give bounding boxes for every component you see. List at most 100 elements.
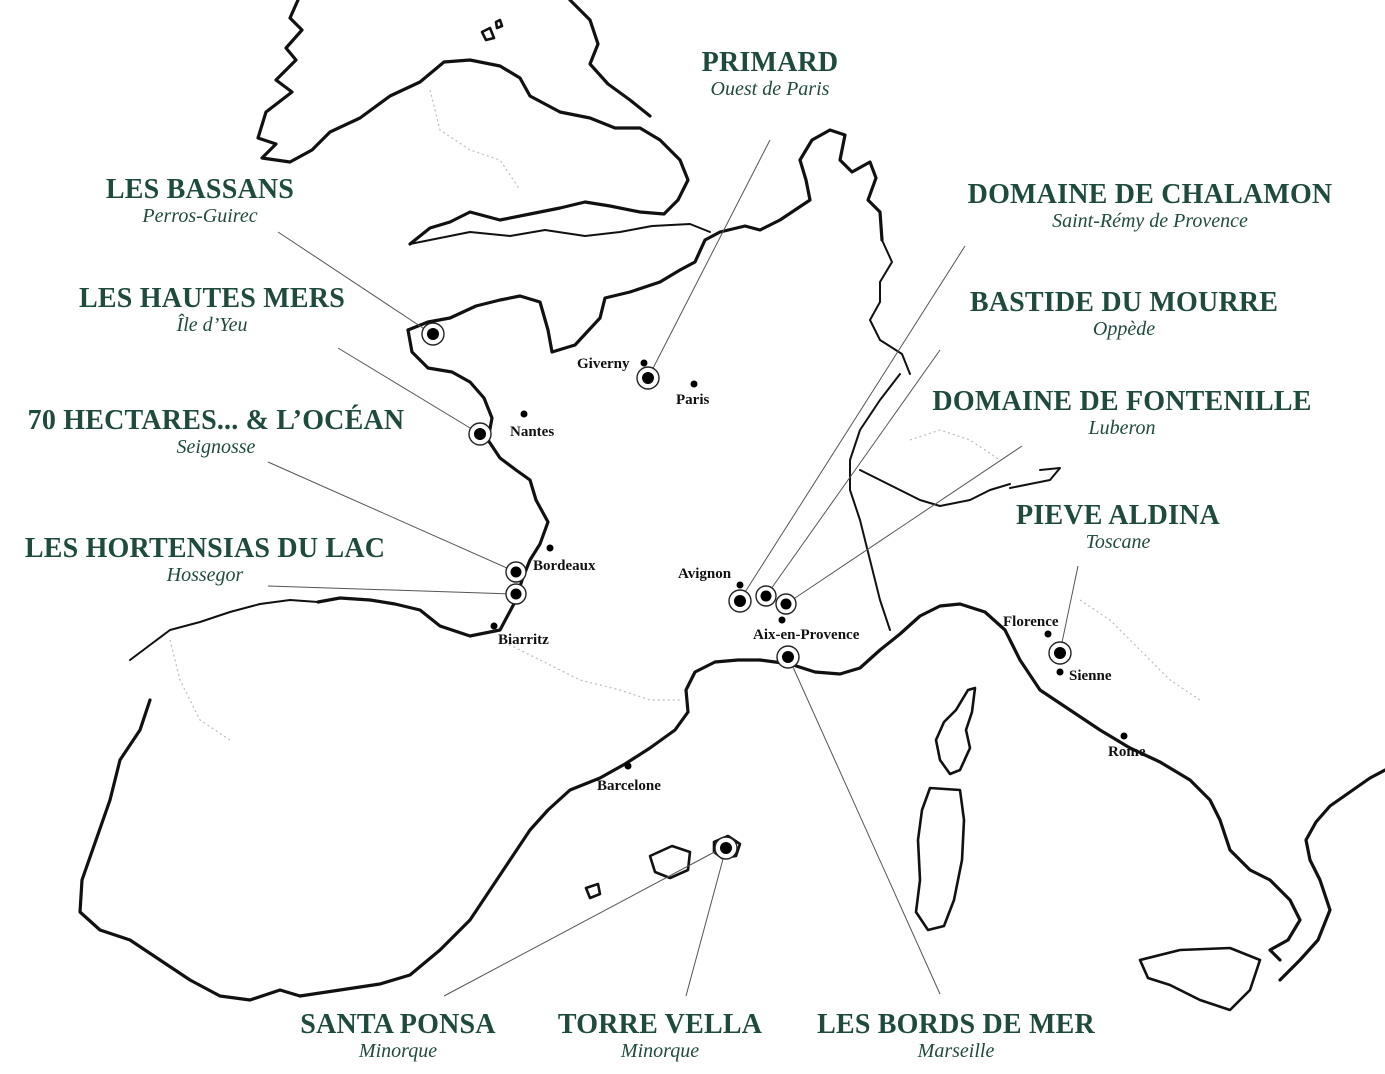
city-label-nantes: Nantes xyxy=(510,424,554,440)
coastline-alps xyxy=(859,469,1011,507)
coastline-france-west xyxy=(316,328,550,638)
leader-fontenille xyxy=(785,445,1023,605)
place-location: Ouest de Paris xyxy=(710,78,830,100)
place-location: Marseille xyxy=(917,1040,995,1062)
place-name: PIEVE ALDINA xyxy=(1016,500,1220,531)
marker-bords-de-mer[interactable] xyxy=(776,645,800,669)
leader-les-bassans xyxy=(277,231,433,335)
city-label-paris: Paris xyxy=(676,392,709,408)
coastline-britain-south xyxy=(409,223,711,245)
city-label-biarritz: Biarritz xyxy=(498,632,549,648)
label-fontenille[interactable]: DOMAINE DE FONTENILLE Luberon xyxy=(932,387,1311,440)
islet xyxy=(480,26,496,42)
coastline-iberia-south xyxy=(298,658,762,998)
place-location: Perros-Guirec xyxy=(142,205,258,227)
place-name: LES HAUTES MERS xyxy=(79,283,345,314)
place-location: Toscane xyxy=(1085,531,1151,553)
marker-chalamon[interactable] xyxy=(728,589,752,613)
place-name: SANTA PONSA xyxy=(300,1009,496,1040)
leader-les-hautes-mers xyxy=(337,347,481,435)
label-chalamon[interactable]: DOMAINE DE CHALAMON Saint-Rémy de Proven… xyxy=(967,179,1333,233)
city-label-giverny: Giverny xyxy=(577,356,630,372)
border xyxy=(909,429,1001,461)
place-name: DOMAINE DE CHALAMON xyxy=(967,179,1333,210)
coastline-netherlands xyxy=(869,239,911,375)
leader-bords-de-mer xyxy=(787,655,941,995)
place-name: BASTIDE DU MOURRE xyxy=(969,287,1279,318)
leader-chalamon xyxy=(739,245,966,601)
marker-primard[interactable] xyxy=(636,366,660,390)
border xyxy=(169,639,231,741)
city-label-barcelone: Barcelone xyxy=(597,778,661,794)
city-dot-aix xyxy=(778,616,786,624)
leader-santa-ponsa xyxy=(443,847,723,997)
marker-70-hectares[interactable] xyxy=(505,561,527,583)
city-dot-nantes xyxy=(520,410,528,418)
city-dot-sienne xyxy=(1056,668,1064,676)
coastline-france-north xyxy=(406,128,884,354)
coastline-provence xyxy=(758,602,1302,962)
island-sardinia xyxy=(914,786,966,932)
marker-mourre[interactable] xyxy=(755,585,777,607)
marker-menorca[interactable] xyxy=(714,836,738,860)
label-santa-ponsa[interactable]: SANTA PONSA Minorque xyxy=(300,1009,496,1063)
city-label-aix: Aix-en-Provence xyxy=(753,627,860,643)
city-dot-rome xyxy=(1120,732,1128,740)
island-corsica xyxy=(934,686,977,776)
city-dot-paris xyxy=(690,380,698,388)
place-name: 70 HECTARES... & L’OCÉAN xyxy=(27,405,405,436)
place-name: LES BORDS DE MER xyxy=(817,1009,1095,1040)
label-les-hautes-mers[interactable]: LES HAUTES MERS Île d’Yeu xyxy=(79,283,345,337)
leader-70-hectares xyxy=(267,461,517,573)
city-dot-bordeaux xyxy=(546,544,554,552)
place-location: Minorque xyxy=(620,1040,700,1062)
label-mourre[interactable]: BASTIDE DU MOURRE Oppède xyxy=(969,287,1279,341)
leader-torre-vella xyxy=(685,847,727,997)
place-name: TORRE VELLA xyxy=(557,1009,763,1040)
marker-les-hautes-mers[interactable] xyxy=(468,422,492,446)
place-location: Seignosse xyxy=(176,436,256,458)
place-location: Minorque xyxy=(358,1040,438,1062)
coastline-iberia-west xyxy=(78,698,302,1002)
leader-pieve-aldina xyxy=(1059,565,1079,653)
place-name: LES HORTENSIAS DU LAC xyxy=(24,533,386,564)
island-mallorca xyxy=(648,844,692,880)
city-label-rome: Rome xyxy=(1108,744,1146,760)
city-dot-avignon xyxy=(736,581,744,589)
city-dot-giverny xyxy=(640,359,648,367)
island-sicily xyxy=(1138,946,1262,1012)
coastline-iberia-north xyxy=(129,599,319,661)
coastline-britain-east xyxy=(568,0,652,118)
border xyxy=(1079,599,1201,701)
label-primard[interactable]: PRIMARD Ouest de Paris xyxy=(701,47,839,101)
city-dot-barcelone xyxy=(624,762,632,770)
coastline-italy-east xyxy=(1278,768,1385,982)
city-dot-biarritz xyxy=(490,622,498,630)
marker-les-bassans[interactable] xyxy=(421,322,445,346)
place-location: Oppède xyxy=(1092,318,1156,340)
place-location: Saint-Rémy de Provence xyxy=(1052,210,1248,232)
border xyxy=(499,639,680,701)
city-label-bordeaux: Bordeaux xyxy=(533,558,596,574)
label-pieve-aldina[interactable]: PIEVE ALDINA Toscane xyxy=(1016,500,1220,554)
city-label-sienne: Sienne xyxy=(1069,668,1112,684)
marker-fontenille[interactable] xyxy=(775,593,797,615)
label-les-bassans[interactable]: LES BASSANS Perros-Guirec xyxy=(106,175,294,228)
leader-mourre xyxy=(765,349,941,597)
label-70-hectares[interactable]: 70 HECTARES... & L’OCÉAN Seignosse xyxy=(27,405,405,459)
label-torre-vella[interactable]: TORRE VELLA Minorque xyxy=(557,1009,763,1063)
place-name: PRIMARD xyxy=(701,47,839,78)
label-les-hortensias[interactable]: LES HORTENSIAS DU LAC Hossegor xyxy=(24,533,386,587)
marker-pieve-aldina[interactable] xyxy=(1048,641,1072,665)
city-label-florence: Florence xyxy=(1003,614,1059,630)
coastline-switz xyxy=(849,373,901,631)
label-bords-de-mer[interactable]: LES BORDS DE MER Marseille xyxy=(817,1009,1095,1063)
place-location: Île d’Yeu xyxy=(176,314,248,336)
leader-primard xyxy=(647,139,771,379)
place-location: Hossegor xyxy=(166,564,244,586)
marker-les-hortensias[interactable] xyxy=(505,583,527,605)
coastline-adriatic xyxy=(1009,467,1061,489)
leader-les-hortensias xyxy=(267,585,515,595)
place-location: Luberon xyxy=(1088,417,1156,439)
